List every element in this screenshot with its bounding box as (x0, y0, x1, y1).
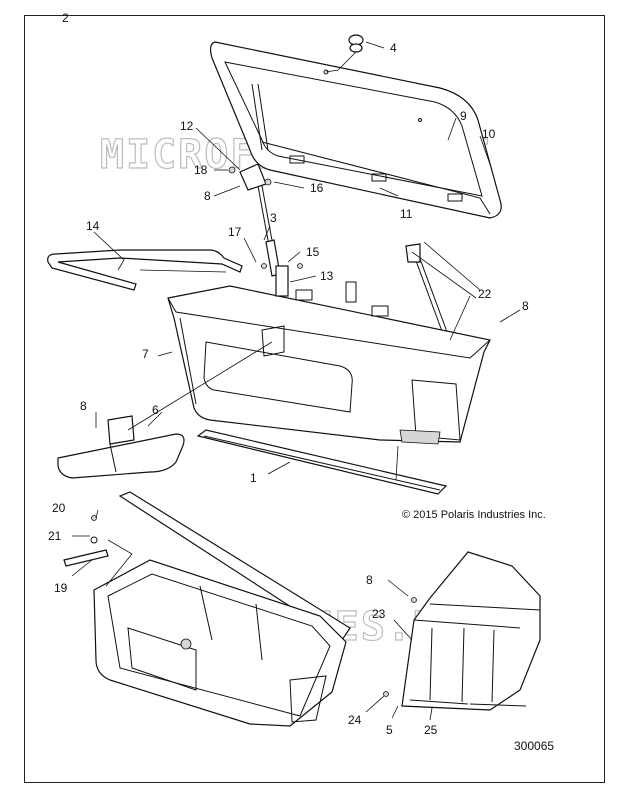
callout-22: 22 (478, 287, 492, 301)
callout-1: 1 (250, 471, 257, 485)
callout-21: 21 (48, 529, 62, 543)
callout-17: 17 (228, 225, 242, 239)
callout-9: 9 (460, 109, 467, 123)
hinge-bracket-part-12 (228, 163, 272, 191)
open-box-view (93, 491, 351, 727)
callout-8-right: 8 (522, 299, 529, 313)
sheet-label: 2 (62, 11, 69, 25)
side-view (383, 551, 541, 711)
base-plate-part-1 (196, 429, 448, 495)
callout-8-lower: 8 (366, 573, 373, 587)
callout-23: 23 (372, 607, 386, 621)
latch-plate-part-6 (57, 415, 185, 479)
callout-labels: 2 4 9 10 11 12 18 8 16 3 14 17 15 13 22 … (48, 11, 554, 753)
callout-7: 7 (142, 347, 149, 361)
callout-14: 14 (86, 219, 100, 233)
knob-part-4 (348, 34, 364, 53)
callout-15: 15 (306, 245, 320, 259)
drawing-frame (24, 15, 605, 783)
callout-16: 16 (310, 181, 324, 195)
callout-4: 4 (390, 41, 397, 55)
storage-box-part-7 (167, 281, 491, 445)
callout-10: 10 (482, 127, 496, 141)
callout-25: 25 (424, 723, 438, 737)
callout-8-left: 8 (80, 399, 87, 413)
callout-8-upper: 8 (204, 189, 211, 203)
handle-rail-part-14 (47, 249, 243, 291)
strap-part-19 (63, 515, 109, 567)
callout-3: 3 (270, 211, 277, 225)
callout-19: 19 (54, 581, 68, 595)
drawing-number: 300065 (514, 739, 554, 753)
callout-11: 11 (400, 207, 413, 221)
hinge-plate-part-13 (261, 263, 303, 297)
callout-5: 5 (386, 723, 393, 737)
callout-12: 12 (180, 119, 194, 133)
callout-18: 18 (194, 163, 208, 177)
gas-strut-part-3 (257, 185, 281, 277)
leader-lines (71, 41, 521, 721)
copyright-text: © 2015 Polaris Industries Inc. (402, 509, 546, 521)
callout-13: 13 (320, 269, 334, 283)
strut-part-22 (405, 243, 451, 343)
callout-24: 24 (348, 713, 362, 727)
callout-20: 20 (52, 501, 66, 515)
callout-6: 6 (152, 403, 159, 417)
lid-assembly (209, 41, 502, 219)
